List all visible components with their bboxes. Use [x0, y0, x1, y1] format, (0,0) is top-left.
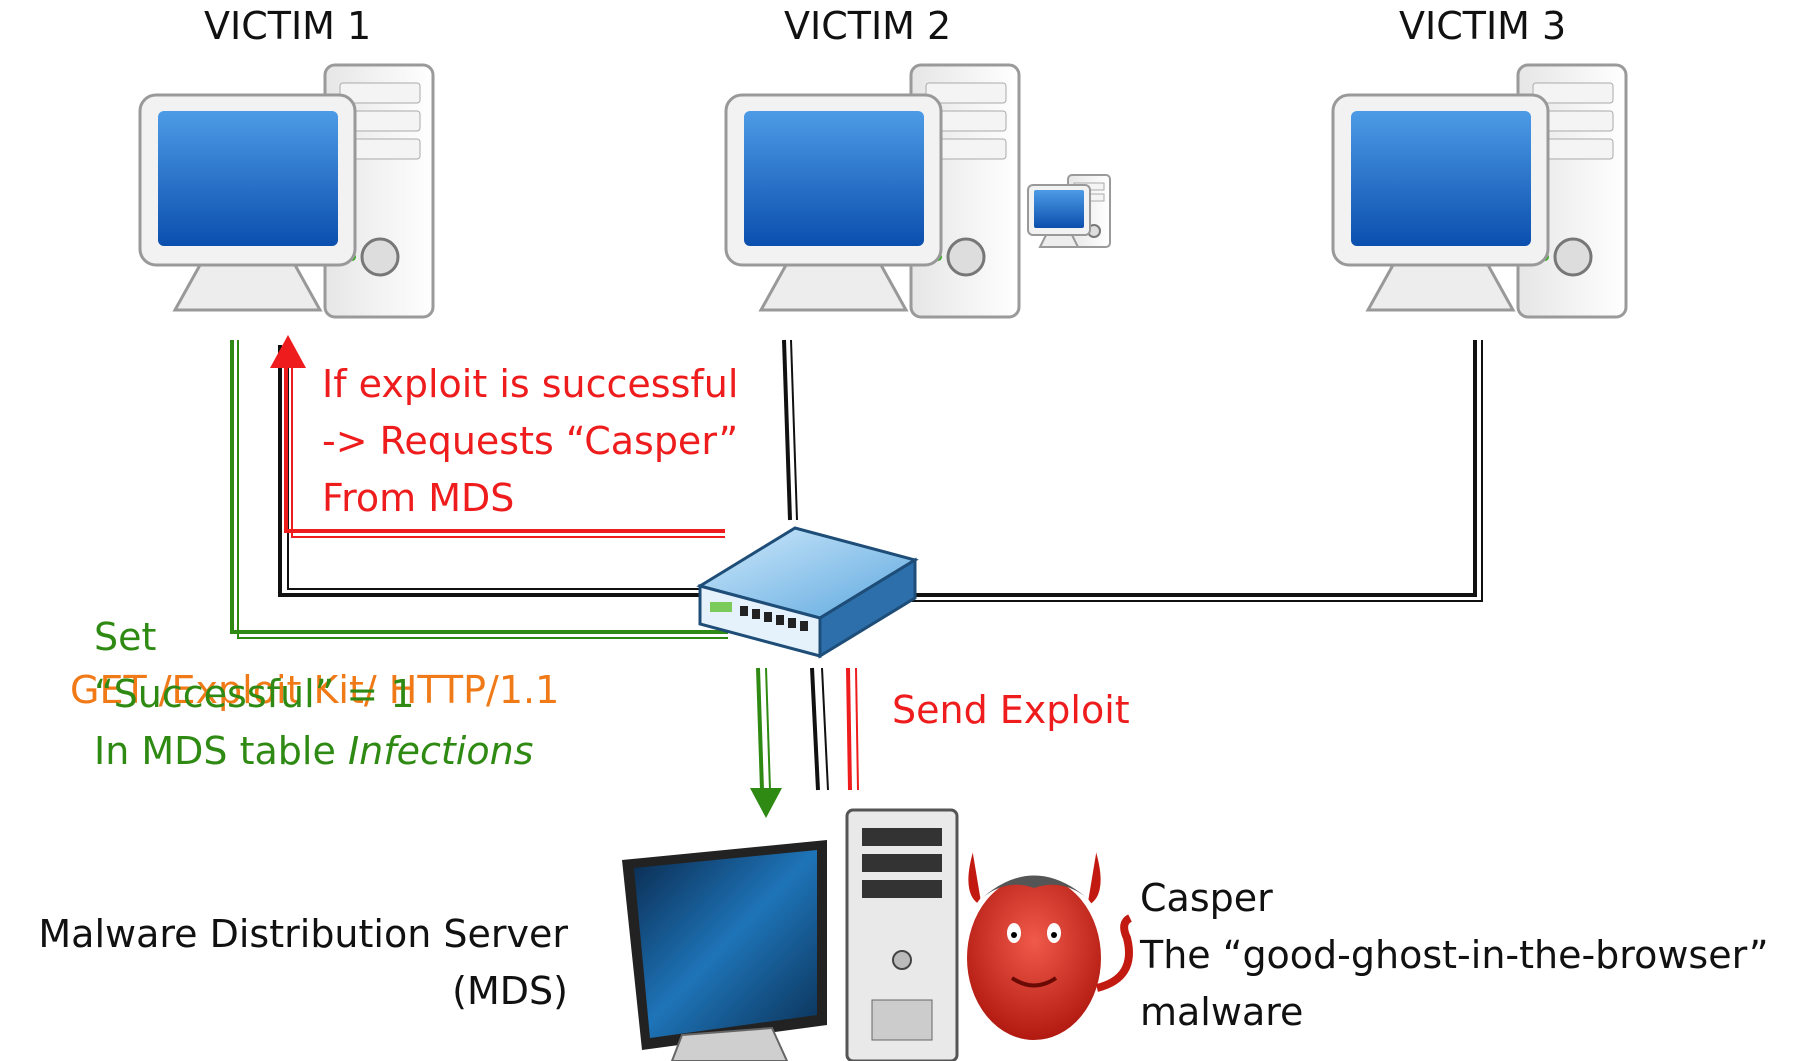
exploit-success-line-1: If exploit is successful	[322, 362, 739, 406]
exploit-success-annotation: If exploit is successful -> Requests “Ca…	[322, 356, 738, 527]
victim-1-label: VICTIM 1	[204, 4, 372, 48]
infections-table-name: Infections	[347, 729, 534, 773]
green-update-path	[230, 340, 771, 791]
network-switch-icon	[696, 526, 919, 659]
set-successful-annotation: Set “Successful” = 1 In MDS table Infect…	[94, 609, 533, 780]
casper-label-line-2: The “good-ghost-in-the-browser”	[1140, 933, 1769, 977]
http-request-label: GET /Exploit Kit/ HTTP/1.1	[70, 668, 560, 712]
exploit-success-line-3: From MDS	[322, 476, 515, 520]
green-arrowhead-icon	[750, 788, 782, 818]
casper-label-line-1: Casper	[1140, 876, 1273, 920]
casper-label: Casper The “good-ghost-in-the-browser” m…	[1140, 870, 1769, 1041]
set-successful-line-2: “Successful” = 1	[94, 672, 415, 716]
victim-3-label: VICTIM 3	[1399, 4, 1567, 48]
set-successful-line-3: In MDS table Infections	[94, 723, 533, 780]
small-computer-icon	[1027, 174, 1111, 248]
mds-label: Malware Distribution Server (MDS)	[10, 906, 568, 1020]
casper-label-line-3: malware	[1140, 990, 1304, 1034]
victim-3-computer-icon	[1331, 63, 1628, 319]
exploit-success-line-2: -> Requests “Casper”	[322, 419, 739, 463]
mds-label-line-1: Malware Distribution Server	[38, 912, 568, 956]
victim-2-label: VICTIM 2	[784, 4, 952, 48]
send-exploit-label: Send Exploit	[892, 688, 1130, 732]
set-successful-line-3-prefix: In MDS table	[94, 729, 348, 773]
victim-1-computer-icon	[138, 63, 435, 319]
red-request-path	[284, 350, 859, 791]
mds-server-computer-icon	[622, 808, 959, 1061]
mds-label-line-2: (MDS)	[452, 969, 568, 1013]
casper-devil-icon	[961, 847, 1133, 1046]
set-successful-line-1: Set	[94, 615, 157, 659]
red-arrowhead-icon	[270, 335, 306, 368]
victim-2-computer-icon	[724, 63, 1021, 319]
